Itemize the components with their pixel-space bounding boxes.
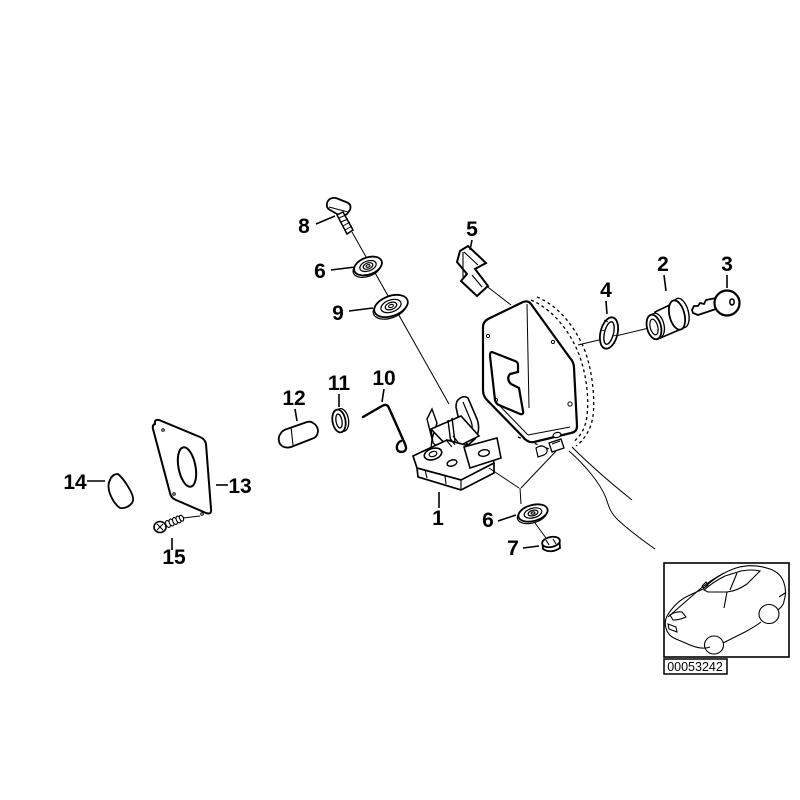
leader-8 xyxy=(315,215,336,225)
part-5-spring-clip xyxy=(455,244,490,298)
car-headlight xyxy=(669,611,687,621)
car-window-divider xyxy=(729,572,738,591)
car-top-outline xyxy=(666,565,787,617)
callout-label-9: 9 xyxy=(332,302,344,325)
plate-slot xyxy=(176,446,198,488)
part-3-key xyxy=(691,289,741,317)
callout-label-12: 12 xyxy=(282,387,305,410)
part-7-nut xyxy=(541,535,561,553)
cylinder-keyface xyxy=(649,318,659,336)
callout-label-13: 13 xyxy=(228,475,251,498)
part-10-rod xyxy=(361,403,408,454)
line-screw15-to-plate xyxy=(182,515,201,519)
callout-label-8: 8 xyxy=(298,215,310,238)
part-12-cap xyxy=(277,420,319,449)
car-hood-line xyxy=(667,588,701,618)
callout-label-14: 14 xyxy=(63,471,87,494)
part-14-pad xyxy=(107,473,135,510)
car-rocker xyxy=(722,621,762,644)
leader-7 xyxy=(522,545,540,549)
leader-6-upper xyxy=(330,266,356,271)
part-lock-housing xyxy=(481,300,579,458)
callout-label-6-lower: 6 xyxy=(482,509,494,532)
callout-label-11: 11 xyxy=(328,372,351,395)
callout-label-4: 4 xyxy=(600,279,612,302)
nut-slots xyxy=(545,538,557,546)
part-6-washer-upper xyxy=(352,255,383,279)
housing-screw-bosses xyxy=(485,333,573,407)
part-8-screw xyxy=(325,196,354,236)
callout-label-6-upper: 6 xyxy=(314,260,326,283)
key-head xyxy=(713,289,741,317)
part-2-lock-cylinder xyxy=(645,297,690,341)
line-housing-to-junction xyxy=(520,448,559,489)
gasket-dashed-outline xyxy=(512,296,595,450)
leader-9 xyxy=(348,307,374,312)
rear-wheel xyxy=(758,603,780,625)
housing-bottom-details xyxy=(535,431,565,458)
part-number-box xyxy=(663,658,728,675)
line-washer-to-nut xyxy=(534,522,547,539)
latch-bracket xyxy=(463,437,502,470)
part-11-grommet xyxy=(331,407,350,434)
assembly-axis-lines xyxy=(182,231,656,550)
ring-hatch xyxy=(600,319,618,346)
callout-label-10: 10 xyxy=(372,367,395,390)
leader-2 xyxy=(663,274,667,292)
callout-label-15: 15 xyxy=(162,546,186,569)
callout-label-3: 3 xyxy=(721,253,733,276)
car-trunk-line xyxy=(778,592,786,598)
gasket-dash-inner xyxy=(530,299,589,443)
callout-label-5: 5 xyxy=(466,218,478,241)
latch-spring xyxy=(446,435,459,448)
latch-grommet xyxy=(423,447,443,461)
key-hole xyxy=(729,298,735,306)
key-blade xyxy=(691,296,717,316)
gasket-dash-outer xyxy=(536,296,595,447)
leader-6-lower xyxy=(497,514,517,522)
part-15-screw xyxy=(153,514,185,534)
part-4-seal-ring xyxy=(598,316,620,350)
leader-4 xyxy=(605,300,608,315)
leader-5 xyxy=(469,239,473,251)
car-inset: 00053242 xyxy=(663,562,790,675)
housing-inner-lines xyxy=(496,303,571,436)
screw-threads xyxy=(338,214,353,231)
callout-leader-lines xyxy=(87,215,728,550)
car-front xyxy=(664,615,711,649)
screw-cross-slot xyxy=(156,523,164,531)
part-9-washer xyxy=(372,293,409,320)
callout-label-2: 2 xyxy=(657,253,669,276)
car-door-line xyxy=(723,591,728,609)
line-junction-to-washer xyxy=(519,487,522,505)
part-1-latch xyxy=(411,395,502,491)
body-panel-contour-1 xyxy=(571,446,633,501)
housing-opening xyxy=(488,350,525,416)
front-wheel xyxy=(703,635,725,655)
cylinder-rear-flange xyxy=(667,299,687,331)
leader-10 xyxy=(381,388,385,403)
car-grille xyxy=(667,623,678,633)
car-rear-bottom xyxy=(777,600,785,611)
car-windows xyxy=(703,569,762,593)
part-13-mounting-plate xyxy=(151,418,213,516)
car-illustration xyxy=(664,565,787,655)
leader-12 xyxy=(294,408,298,422)
part-number: 00053242 xyxy=(667,660,723,674)
callout-label-1: 1 xyxy=(432,507,444,530)
screw-head xyxy=(325,196,352,217)
body-panel-contour-2 xyxy=(568,450,656,550)
car-a-pillar xyxy=(699,572,725,590)
callout-label-7: 7 xyxy=(507,537,519,560)
car-mirror xyxy=(701,581,709,589)
part-6-washer-lower xyxy=(516,503,549,525)
callout-labels: 8 6 9 5 2 3 4 12 11 10 14 13 1 6 7 15 xyxy=(63,215,733,569)
latch-lever xyxy=(426,407,438,442)
